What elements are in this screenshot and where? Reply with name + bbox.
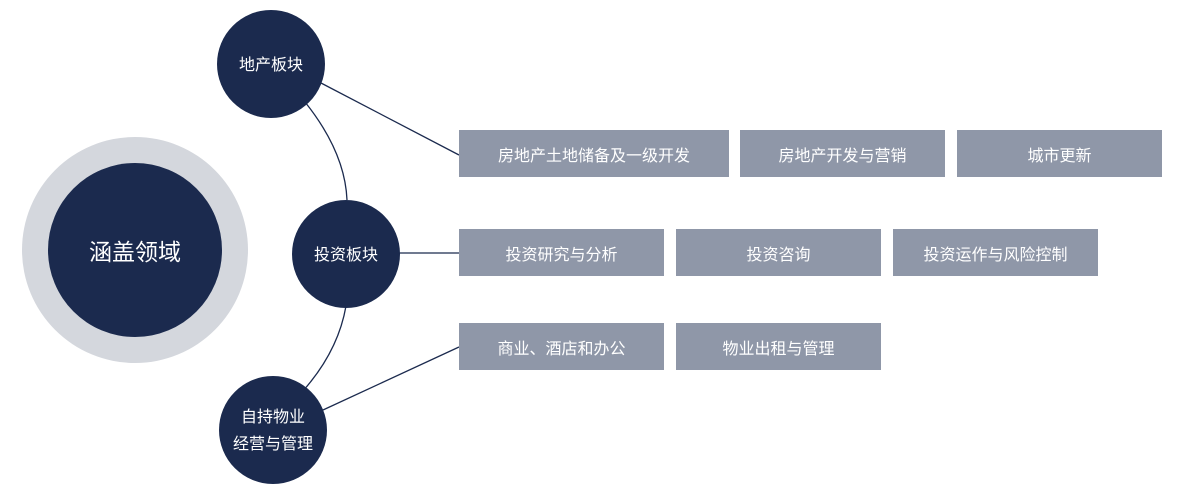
tag-label: 商业、酒店和办公 [497, 338, 626, 358]
sector-label: 地产板块 [238, 54, 303, 74]
sector-node-property-management: 自持物业 经营与管理 [219, 376, 327, 484]
tag-label: 投资研究与分析 [505, 244, 618, 264]
center-circle: 涵盖领域 [48, 163, 222, 337]
link-hold-to-tags [322, 346, 460, 411]
link-land-to-tags [320, 82, 460, 156]
sector-label-line-1: 自持物业 [240, 407, 305, 426]
tag-label: 投资运作与风险控制 [923, 244, 1068, 264]
tag-development-marketing: 房地产开发与营销 [740, 130, 945, 177]
arc-invest-to-hold [301, 305, 347, 393]
sector-label-line-2: 经营与管理 [232, 434, 313, 453]
tag-property-leasing-management: 物业出租与管理 [676, 323, 881, 370]
center-label: 涵盖领域 [89, 240, 181, 266]
tag-label: 城市更新 [1027, 145, 1092, 165]
tag-label: 物业出租与管理 [722, 338, 835, 358]
sector-node-investment: 投资板块 [292, 200, 400, 308]
tag-investment-risk-control: 投资运作与风险控制 [893, 229, 1098, 276]
tag-commercial-hotel-office: 商业、酒店和办公 [459, 323, 664, 370]
tag-label: 房地产土地储备及一级开发 [497, 145, 690, 165]
tag-land-reserve-development: 房地产土地储备及一级开发 [459, 130, 729, 177]
tag-investment-consulting: 投资咨询 [676, 229, 881, 276]
tag-urban-renewal: 城市更新 [957, 130, 1162, 177]
tag-label: 房地产开发与营销 [778, 145, 907, 165]
arc-land-to-invest [304, 101, 348, 201]
tag-investment-research: 投资研究与分析 [459, 229, 664, 276]
sector-label: 投资板块 [313, 244, 378, 264]
tag-label: 投资咨询 [746, 244, 811, 264]
sector-node-real-estate: 地产板块 [217, 10, 325, 118]
